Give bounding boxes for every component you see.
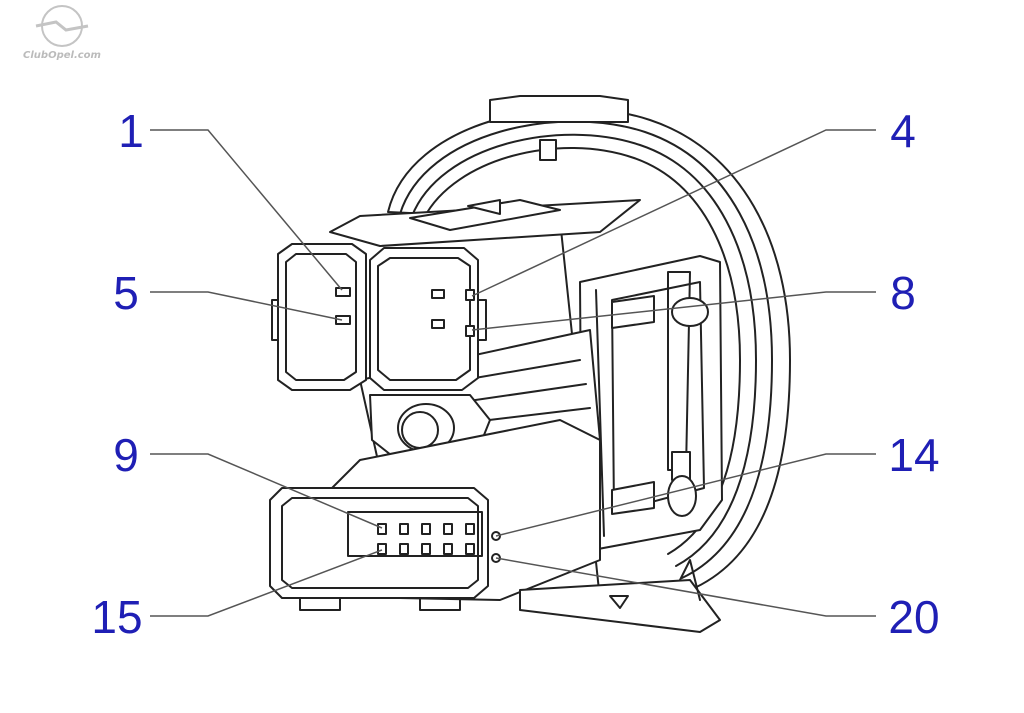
pin-label-8: 8 [890,267,916,319]
pin-label-20: 20 [888,591,939,643]
pin-label-1: 1 [118,105,144,157]
leader-line-20 [495,557,876,617]
pin-row-upper [377,523,475,535]
pin-label-14: 14 [888,429,939,481]
pin-label-5: 5 [113,267,139,319]
pin-label-9: 9 [113,429,139,481]
watermark-text: ClubOpel.com [23,50,101,61]
opel-logo-icon [35,5,89,47]
pin-row-lower [377,543,475,555]
leader-line-4 [471,129,876,297]
leader-lines [150,129,876,617]
leader-line-5 [150,291,343,321]
leader-line-1 [150,129,343,291]
leader-line-14 [495,453,876,537]
pin-label-15: 15 [91,591,142,643]
watermark: ClubOpel.com [23,5,101,61]
pin-labels: 1 4 5 8 9 14 15 20 [91,105,939,643]
leader-line-8 [471,291,876,331]
pin-label-4: 4 [890,105,916,157]
connector-body [269,95,791,633]
leader-line-15 [150,549,383,617]
leader-line-9 [150,453,383,529]
